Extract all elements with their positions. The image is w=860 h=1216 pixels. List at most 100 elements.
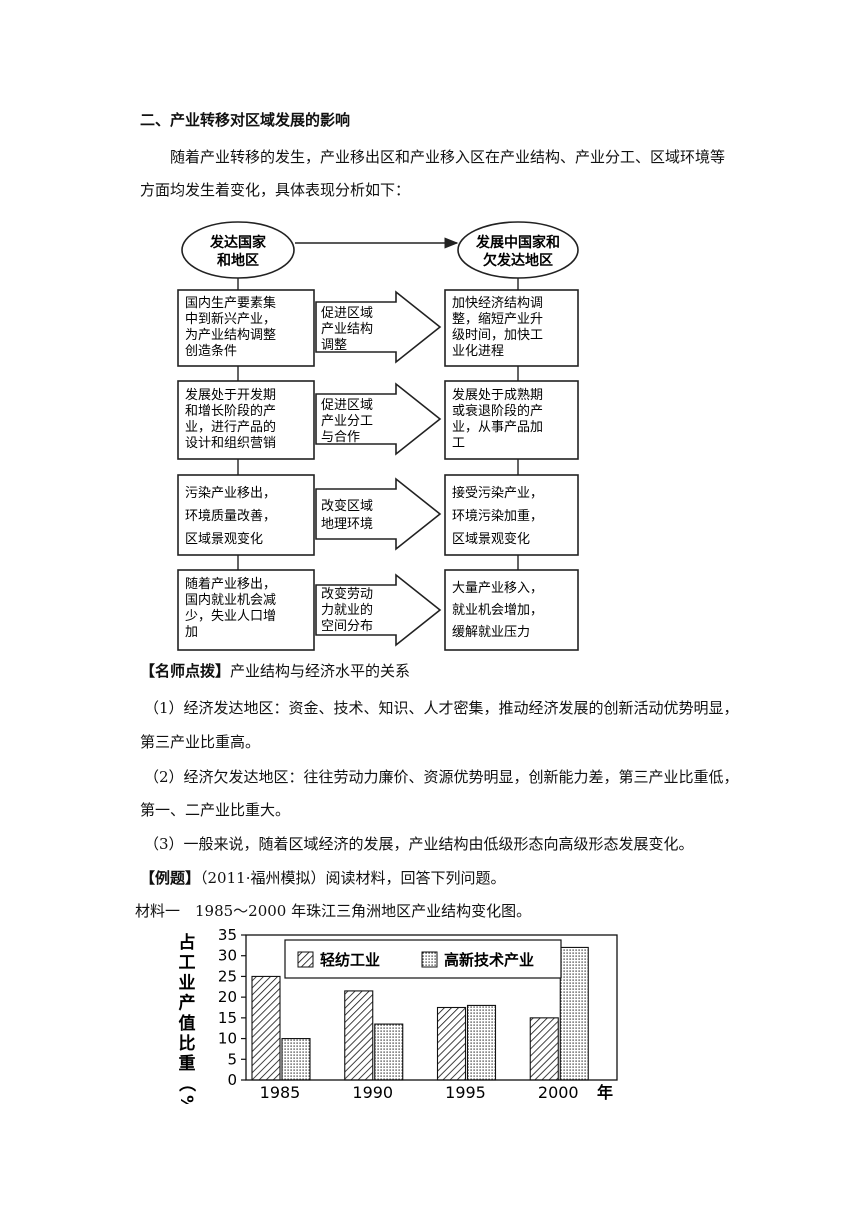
y-tick-label: 20 [218, 988, 237, 1006]
row4-left-line-1: 随着产业移出， [185, 576, 276, 592]
row2-right-box [444, 380, 579, 460]
row1-left-line-4: 创造条件 [185, 343, 237, 359]
y-axis-label-char: 比 [179, 1033, 196, 1054]
bar-light-textile-1990 [344, 990, 374, 1081]
row2-right-line-3: 业，从事产品加 [452, 420, 543, 435]
row2-arrow [315, 382, 442, 456]
x-axis-unit-label: 年 [597, 1083, 613, 1102]
row4-left-line-4: 加 [185, 625, 198, 640]
legend-swatch-light-textile [297, 951, 314, 968]
row2-left-line-4: 设计和组织营销 [185, 436, 276, 451]
row1-right-line-2: 整，缩短产业升 [452, 311, 543, 327]
row1-left-line-1: 国内生产要素集 [185, 295, 276, 311]
tip-p1-line2: 第三产业比重高。 [140, 733, 261, 751]
row3-left-line-1: 污染产业移出， [185, 486, 276, 501]
right-oval-line-1: 发展中国家和 [475, 234, 560, 251]
row4-right-line-3: 缓解就业压力 [452, 625, 530, 640]
row1-arrow [315, 290, 442, 364]
legend-swatch-high-tech [421, 951, 438, 968]
row2-middle-line-2: 产业分工 [321, 414, 373, 429]
y-tick-label: 25 [218, 967, 237, 985]
row2-left-box [177, 380, 315, 460]
row3-arrow [315, 477, 442, 551]
intro-line-1: 随着产业转移的发生，产业移出区和产业移入区在产业结构、产业分工、区域环境等 [170, 148, 726, 166]
row3-left-line-3: 区域景观变化 [185, 531, 263, 547]
bar-high-tech-1995 [466, 1004, 497, 1081]
row2-left-line-1: 发展处于开发期 [185, 387, 276, 403]
y-axis-label-char: 业 [179, 973, 196, 993]
row1-left-line-3: 为产业结构调整 [185, 328, 276, 343]
y-tick-label: 35 [218, 928, 237, 944]
row3-left-line-2: 环境质量改善， [185, 508, 276, 524]
tip-p2-line1: （2）经济欠发达地区：往往劳动力廉价、资源优势明显，创新能力差，第三产业比重低， [144, 768, 739, 786]
row1-left-line-2: 中到新兴产业， [185, 311, 276, 327]
right-oval-line-2: 欠发达地区 [483, 252, 553, 269]
y-axis-label-char: 值 [179, 1013, 196, 1034]
tip-p2-line2: 第一、二产业比重大。 [140, 801, 291, 819]
tip-p3: （3）一般来说，随着区域经济的发展，产业结构由低级形态向高级形态发展变化。 [144, 835, 694, 853]
row2-left-line-2: 和增长阶段的产 [185, 403, 276, 419]
row4-left-line-2: 国内就业机会减 [185, 592, 276, 608]
x-tick-label: 2000 [538, 1083, 579, 1102]
row4-middle-line-3: 空间分布 [321, 619, 373, 634]
row1-right-line-3: 级时间，加快工 [452, 328, 543, 343]
x-tick-label: 1995 [445, 1083, 486, 1102]
tip-heading: 【名师点拨】产业结构与经济水平的关系 [140, 661, 410, 681]
row3-right-line-2: 环境污染加重， [452, 508, 543, 524]
legend-label-light-textile: 轻纺工业 [320, 951, 380, 969]
bar-high-tech-2000 [559, 946, 589, 1081]
y-axis-label-char: 重 [179, 1053, 196, 1074]
y-axis-label-char: （ [176, 1075, 197, 1092]
material-caption: 材料一 1985～2000 年珠江三角洲地区产业结构变化图。 [135, 902, 532, 920]
row3-left-box [177, 474, 315, 556]
row3-middle-line-2: 地理环境 [321, 517, 373, 532]
bar-light-textile-2000 [529, 1017, 559, 1081]
row2-right-line-2: 或衰退阶段的产 [452, 403, 543, 419]
y-tick-label: 30 [218, 947, 237, 965]
row4-middle-line-2: 力就业的 [321, 602, 373, 618]
row4-right-box [444, 569, 579, 651]
bar-high-tech-1985 [281, 1038, 311, 1081]
x-tick-label: 1990 [352, 1083, 393, 1102]
left-oval-line-2: 和地区 [217, 252, 259, 269]
row4-left-line-3: 少，失业人口增 [185, 609, 276, 624]
row2-right-line-1: 发展处于成熟期 [452, 387, 543, 403]
flowchart-diagram: 发达国家 和地区 发展中国家和 欠发达地区 国内生产要素集 中到新兴产业， 为产… [177, 221, 579, 651]
y-axis-label-char: % [176, 1095, 196, 1104]
x-tick-label: 1985 [260, 1083, 301, 1102]
tip-title: 产业结构与经济水平的关系 [230, 662, 411, 680]
row1-right-line-1: 加快经济结构调 [452, 296, 543, 311]
example-text: （2011·福州模拟）阅读材料，回答下列问题。 [200, 869, 506, 887]
example-tag: 【例题】 [140, 869, 201, 887]
legend-label-high-tech: 高新技术产业 [444, 951, 534, 969]
y-axis-label-char: 占 [179, 932, 196, 953]
bars [251, 946, 589, 1081]
row2-middle-line-3: 与合作 [321, 430, 360, 445]
row1-middle-line-3: 调整 [321, 338, 347, 353]
left-oval-line-1: 发达国家 [209, 234, 267, 251]
y-tick-label: 0 [227, 1071, 237, 1089]
x-axis-ticks: 1985 1990 1995 2000 [260, 1083, 579, 1102]
y-tick-label: 5 [227, 1050, 237, 1068]
bar-high-tech-1990 [374, 1023, 404, 1081]
tip-tag: 【名师点拨】 [140, 662, 231, 680]
row1-middle-line-1: 促进区域 [321, 306, 373, 321]
example-line: 【例题】（2011·福州模拟）阅读材料，回答下列问题。 [140, 868, 505, 888]
section-heading: 二、产业转移对区域发展的影响 [140, 111, 351, 129]
intro-line-2: 方面均发生着变化，具体表现分析如下： [140, 181, 411, 199]
y-tick-label: 15 [218, 1009, 237, 1027]
y-axis-label-char: 工 [179, 953, 196, 973]
row3-right-line-3: 区域景观变化 [452, 531, 530, 547]
row3-right-line-1: 接受污染产业， [452, 485, 543, 501]
row4-right-line-2: 就业机会增加， [452, 603, 543, 618]
tip-p1-line1: （1）经济发达地区：资金、技术、知识、人才密集，推动经济发展的创新活动优势明显， [144, 699, 739, 717]
plot-frame [245, 934, 618, 1081]
row4-left-box [177, 569, 315, 651]
row2-right-line-4: 工 [452, 436, 465, 451]
row4-arrow [315, 573, 442, 647]
row2-middle-line-1: 促进区域 [321, 398, 373, 413]
